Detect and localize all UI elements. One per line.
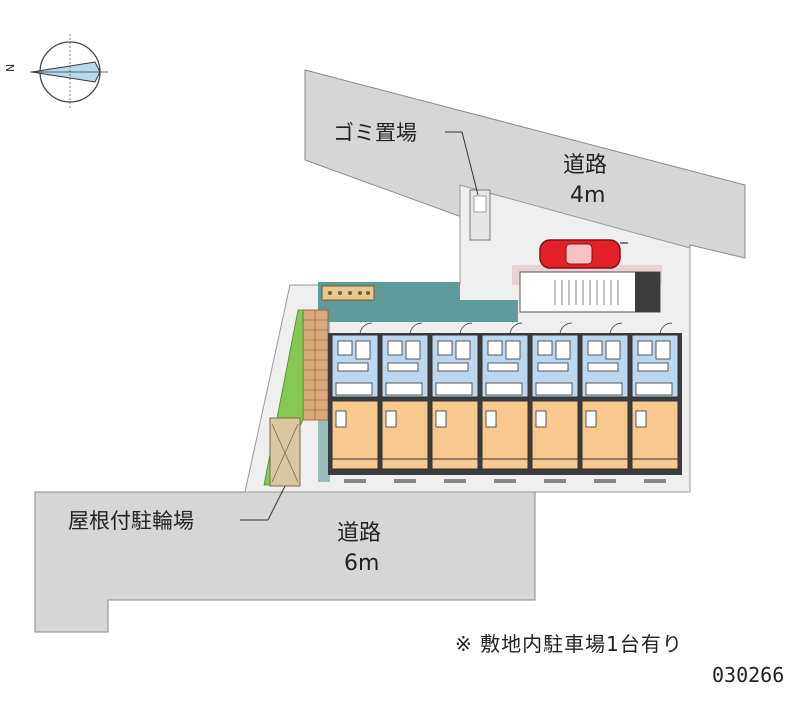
unit-meter	[344, 479, 366, 483]
unit-kitchen	[537, 362, 569, 372]
car-icon	[539, 239, 628, 269]
unit-closet	[485, 410, 497, 428]
stair-steps	[554, 280, 619, 305]
parking-note: ※ 敷地内駐車場1台有り	[455, 632, 683, 656]
unit-bath	[537, 340, 553, 356]
compass-icon	[30, 34, 108, 110]
unit-toilet	[555, 340, 571, 360]
bicycle-label: 屋根付駐輪場	[68, 509, 194, 533]
garbage-label: ゴミ置場	[333, 121, 417, 145]
unit-kitchen	[387, 362, 419, 372]
unit-kitchen	[587, 362, 619, 372]
unit-loft-stair	[385, 382, 423, 396]
unit-door-swing	[509, 322, 523, 336]
compass-north-label: N	[4, 64, 17, 72]
unit-door-swing	[609, 322, 623, 336]
unit-loft-stair	[535, 382, 573, 396]
unit-loft-stair	[635, 382, 673, 396]
unit-toilet	[405, 340, 421, 360]
unit-kitchen	[637, 362, 669, 372]
road-north-width: 4m	[570, 183, 605, 208]
unit-door-swing	[459, 322, 473, 336]
unit-loft-stair	[335, 382, 373, 396]
unit-closet	[535, 410, 547, 428]
unit-meter	[494, 479, 516, 483]
unit-closet	[635, 410, 647, 428]
unit-door-swing	[359, 322, 373, 336]
bicycle-leader-2	[267, 485, 286, 521]
unit-meter	[394, 479, 416, 483]
unit-kitchen	[337, 362, 369, 372]
road-south-width: 6m	[344, 551, 379, 576]
unit-meter	[594, 479, 616, 483]
stair-dark	[635, 272, 660, 312]
unit-toilet	[655, 340, 671, 360]
unit-closet	[335, 410, 347, 428]
unit-kitchen	[437, 362, 469, 372]
unit-meter	[644, 479, 666, 483]
unit-toilet	[455, 340, 471, 360]
unit-bath	[387, 340, 403, 356]
road-north-name: 道路	[563, 153, 607, 178]
unit-bath	[487, 340, 503, 356]
unit-bath	[587, 340, 603, 356]
unit-meter	[544, 479, 566, 483]
unit-loft-stair	[585, 382, 623, 396]
garbage-box-inner	[473, 195, 487, 213]
paving	[302, 309, 329, 421]
unit-kitchen	[487, 362, 519, 372]
unit-closet	[435, 410, 447, 428]
unit-bath	[437, 340, 453, 356]
unit-toilet	[605, 340, 621, 360]
unit-bath	[637, 340, 653, 356]
unit-toilet	[505, 340, 521, 360]
apartment-building	[328, 322, 682, 483]
unit-closet	[385, 410, 397, 428]
road-south-name: 道路	[337, 521, 381, 546]
unit-meter	[444, 479, 466, 483]
unit-loft-stair	[485, 382, 523, 396]
unit-door-swing	[659, 322, 673, 336]
unit-bath	[337, 340, 353, 356]
unit-loft-stair	[435, 382, 473, 396]
unit-closet	[585, 410, 597, 428]
unit-toilet	[355, 340, 371, 360]
bench-dots	[328, 291, 370, 295]
unit-door-swing	[559, 322, 573, 336]
bicycle-shelter-x	[271, 423, 299, 483]
garbage-leader-2	[461, 131, 479, 196]
unit-door-swing	[409, 322, 423, 336]
property-code: 030266	[712, 663, 785, 687]
